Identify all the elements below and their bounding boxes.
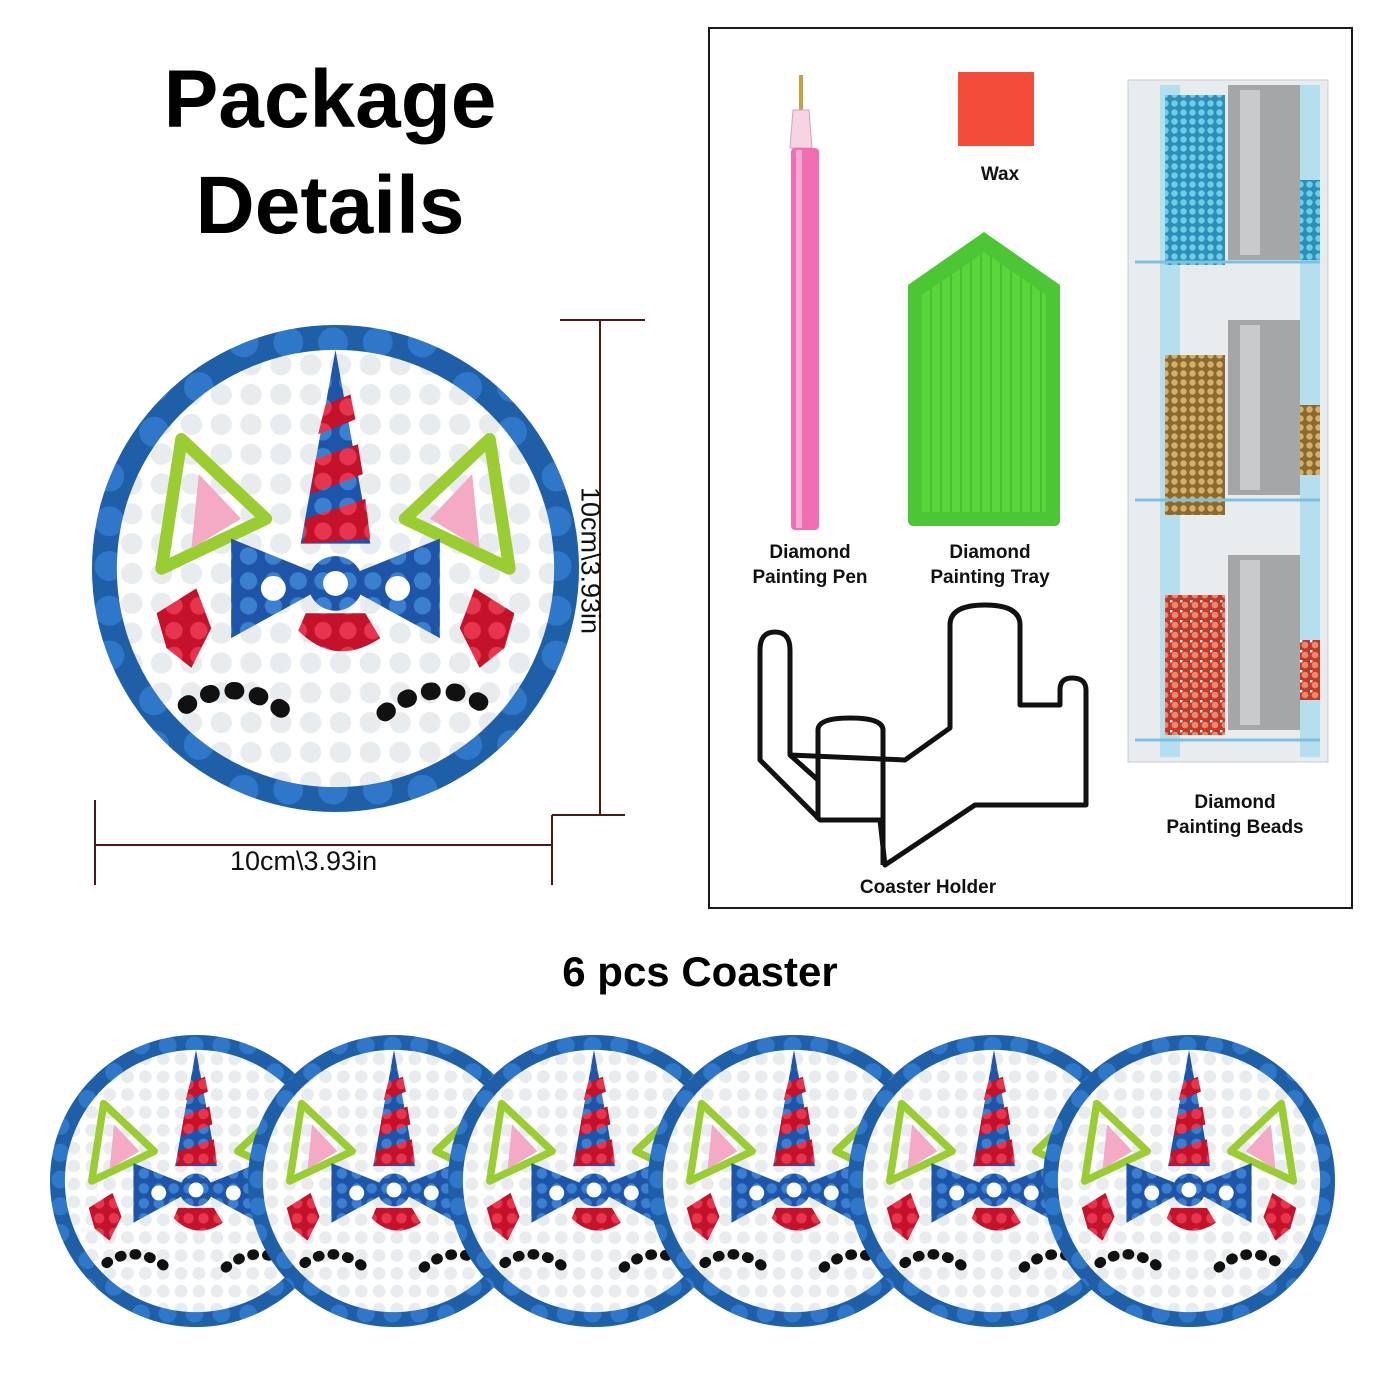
package-contents-box	[708, 27, 1353, 909]
coaster-row	[50, 1035, 1335, 1327]
wax-icon	[958, 72, 1034, 146]
page-title-line-1: Package	[163, 54, 497, 145]
wax-label: Wax	[980, 164, 1020, 185]
beads-label: Diamond Painting Beads	[1145, 790, 1325, 840]
beads-label-line-1: Diamond	[1194, 792, 1276, 813]
tray-icon	[908, 232, 1060, 526]
page-title-line-2: Details	[195, 160, 465, 251]
tray-label-line-2: Painting Tray	[930, 567, 1050, 588]
bead-packet-icon	[1127, 79, 1329, 763]
dimension-vertical-label: 10cm\3.93in	[575, 486, 606, 635]
section-title: 6 pcs Coaster	[562, 948, 838, 995]
tray-label-line-1: Diamond	[949, 542, 1031, 563]
main-coaster-icon	[92, 325, 579, 812]
coaster-6-icon	[1043, 1035, 1335, 1327]
pen-label-line-1: Diamond	[769, 542, 851, 563]
pen-label-line-2: Painting Pen	[752, 567, 868, 588]
holder-label: Coaster Holder	[859, 877, 997, 898]
dimension-lines	[94, 319, 645, 885]
coaster-holder-icon	[757, 602, 1089, 868]
tray-label: Diamond Painting Tray	[910, 540, 1070, 590]
pen-label: Diamond Painting Pen	[740, 540, 880, 590]
dimension-horizontal-label: 10cm\3.93in	[230, 846, 378, 876]
diamond-pen-icon	[789, 75, 819, 530]
beads-label-line-2: Painting Beads	[1166, 817, 1304, 838]
